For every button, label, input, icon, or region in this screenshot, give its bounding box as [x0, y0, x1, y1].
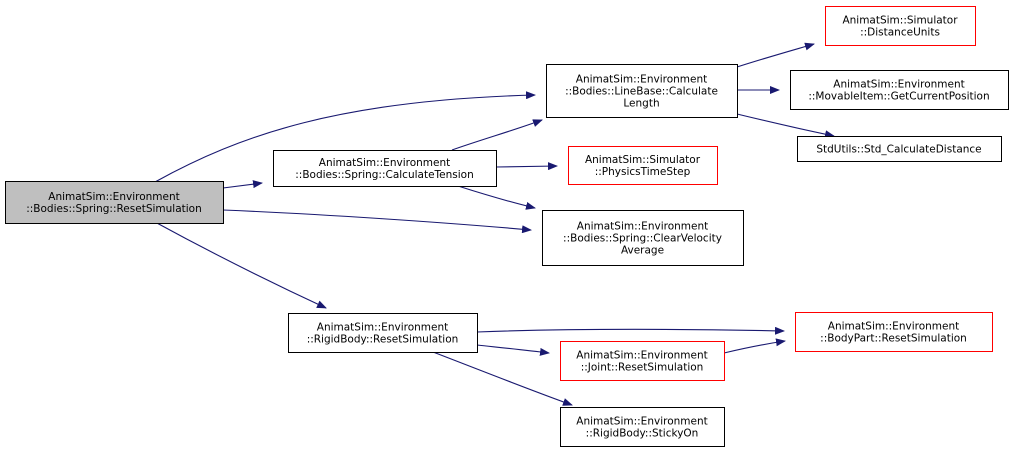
node-box[interactable]	[825, 6, 976, 46]
edge-arrow	[495, 162, 558, 171]
edge-arrow	[476, 344, 550, 356]
node-label-line: ::RigidBody::StickyOn	[586, 428, 699, 440]
node-label-line: ::Bodies::Spring::ResetSimulation	[26, 203, 202, 215]
node-root[interactable]: AnimatSim::Environment::Bodies::Spring::…	[5, 181, 224, 224]
edge-arrow	[736, 113, 835, 139]
node-box[interactable]	[288, 313, 478, 353]
node-distance-units[interactable]: AnimatSim::Simulator::DistanceUnits	[825, 6, 976, 46]
edge-linebase_calc_length-to-distance_units	[736, 42, 815, 68]
edge-calc_tension-to-physics_time_step	[495, 162, 558, 171]
node-label-line: ::Joint::ResetSimulation	[581, 362, 704, 374]
node-box[interactable]	[546, 64, 738, 118]
node-box[interactable]	[542, 210, 744, 266]
edge-rigidbody_reset-to-joint_reset	[476, 344, 550, 356]
edge-arrow	[476, 326, 785, 335]
node-label-line: ::BodyPart::ResetSimulation	[820, 333, 967, 345]
node-label-line: ::Bodies::Spring::ClearVelocity	[563, 233, 722, 245]
node-clear-velocity-avg[interactable]: AnimatSim::Environment::Bodies::Spring::…	[542, 210, 744, 266]
edge-calc_tension-to-linebase_calc_length	[451, 119, 543, 151]
edge-arrow	[457, 185, 536, 210]
node-label-line: AnimatSim::Environment	[317, 322, 448, 334]
edge-arrow	[736, 42, 815, 68]
edges-layer	[154, 42, 835, 406]
edge-arrow	[723, 338, 786, 354]
edge-root-to-linebase_calc_length	[154, 91, 536, 183]
node-box[interactable]	[560, 407, 725, 447]
node-label-line: StdUtils::Std_CalculateDistance	[816, 144, 981, 156]
node-label-line: ::MovableItem::GetCurrentPosition	[808, 91, 989, 103]
edge-rigidbody_reset-to-sticky_on	[432, 351, 573, 406]
edge-arrow	[154, 91, 536, 183]
node-label-line: Average	[621, 245, 664, 257]
node-label-line: Length	[623, 98, 659, 110]
node-std-calc-distance[interactable]: StdUtils::Std_CalculateDistance	[797, 136, 1002, 162]
node-get-current-position[interactable]: AnimatSim::Environment::MovableItem::Get…	[790, 70, 1009, 110]
node-calc-tension[interactable]: AnimatSim::Environment::Bodies::Spring::…	[273, 150, 497, 187]
node-linebase-calc-length[interactable]: AnimatSim::Environment::Bodies::LineBase…	[546, 64, 738, 118]
node-box[interactable]	[790, 70, 1009, 110]
edge-joint_reset-to-bodypart_reset	[723, 338, 786, 354]
node-label-line: ::RigidBody::ResetSimulation	[307, 334, 459, 346]
node-label-line: ::Bodies::LineBase::Calculate	[565, 86, 718, 98]
node-label-line: ::Bodies::Spring::CalculateTension	[295, 169, 474, 181]
edge-arrow	[222, 180, 263, 189]
node-label-line: AnimatSim::Environment	[576, 74, 707, 86]
node-box[interactable]	[273, 150, 497, 187]
edge-root-to-calc_tension	[222, 180, 263, 189]
node-box[interactable]	[795, 312, 993, 352]
node-label-line: AnimatSim::Environment	[577, 221, 708, 233]
node-physics-time-step[interactable]: AnimatSim::Simulator::PhysicsTimeStep	[568, 146, 718, 185]
node-bodypart-reset[interactable]: AnimatSim::Environment::BodyPart::ResetS…	[795, 312, 993, 352]
node-label-line: ::PhysicsTimeStep	[595, 166, 691, 178]
node-box[interactable]	[560, 341, 725, 381]
node-label-line: AnimatSim::Environment	[833, 79, 964, 91]
node-rigidbody-reset[interactable]: AnimatSim::Environment::RigidBody::Reset…	[288, 313, 478, 353]
edge-linebase_calc_length-to-std_calc_distance	[736, 113, 835, 139]
node-label-line: AnimatSim::Environment	[48, 191, 179, 203]
node-label-line: AnimatSim::Environment	[576, 350, 707, 362]
node-label-line: AnimatSim::Environment	[828, 321, 959, 333]
edge-arrow	[222, 209, 532, 234]
node-label-line: AnimatSim::Simulator	[585, 154, 701, 166]
node-box[interactable]	[568, 146, 718, 185]
nodes-layer: AnimatSim::Environment::Bodies::Spring::…	[5, 6, 1009, 447]
edge-root-to-rigidbody_reset	[154, 221, 327, 309]
node-label-line: ::DistanceUnits	[860, 27, 940, 39]
node-joint-reset[interactable]: AnimatSim::Environment::Joint::ResetSimu…	[560, 341, 725, 381]
node-box[interactable]	[797, 136, 1002, 162]
node-box[interactable]	[5, 181, 224, 224]
edge-root-to-clear_velocity_avg	[222, 209, 532, 234]
node-label-line: AnimatSim::Environment	[576, 416, 707, 428]
edge-calc_tension-to-clear_velocity_avg	[457, 185, 536, 210]
edge-rigidbody_reset-to-bodypart_reset	[476, 326, 785, 335]
edge-arrow	[154, 221, 327, 309]
edge-arrow	[432, 351, 573, 406]
edge-arrow	[451, 119, 543, 151]
node-label-line: AnimatSim::Environment	[319, 157, 450, 169]
node-sticky-on[interactable]: AnimatSim::Environment::RigidBody::Stick…	[560, 407, 725, 447]
node-label-line: AnimatSim::Simulator	[842, 15, 958, 27]
